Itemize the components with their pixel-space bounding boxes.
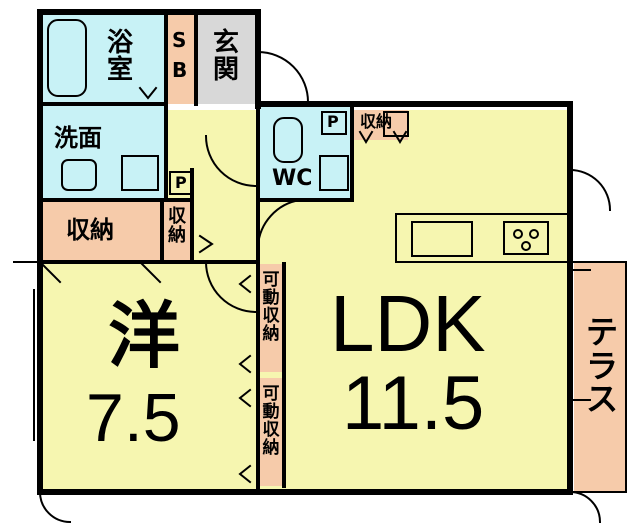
movable-storage-upper bbox=[258, 264, 284, 372]
movable-storage-1-label: 可動収納 bbox=[262, 270, 280, 344]
bathroom bbox=[40, 12, 166, 104]
washroom-label: 洗面 bbox=[54, 124, 102, 152]
sb-label-s: S bbox=[172, 28, 187, 52]
terrace bbox=[574, 262, 626, 492]
movable-storage-2-label: 可動収納 bbox=[262, 384, 280, 458]
storage-top-label: 収納 bbox=[360, 112, 393, 131]
ldk-size: 11.5 bbox=[342, 361, 485, 446]
terrace-label: テラス bbox=[585, 313, 618, 419]
sb-label-b: B bbox=[172, 58, 188, 82]
pantry-p-top: P bbox=[327, 112, 339, 131]
storage-left bbox=[40, 200, 162, 262]
storage-small-label: 収納 bbox=[168, 206, 186, 246]
interior-walls bbox=[38, 10, 354, 494]
western-room-size: 7.5 bbox=[86, 380, 181, 456]
movable-storage-lower bbox=[258, 378, 284, 486]
storage-left-label: 収納 bbox=[66, 216, 114, 244]
entrance bbox=[196, 12, 258, 104]
entrance-label: 玄関 bbox=[212, 28, 239, 86]
ldk-name: LDK bbox=[330, 279, 486, 368]
pantry-p-left: P bbox=[175, 173, 187, 192]
shoe-box bbox=[166, 12, 196, 104]
storage-small bbox=[162, 200, 192, 262]
bath-label: 浴室 bbox=[106, 28, 133, 86]
western-room-name: 洋 bbox=[108, 294, 181, 378]
wc-label: WC bbox=[272, 166, 313, 191]
western-room bbox=[40, 262, 258, 492]
fixture-lines bbox=[13, 19, 627, 524]
